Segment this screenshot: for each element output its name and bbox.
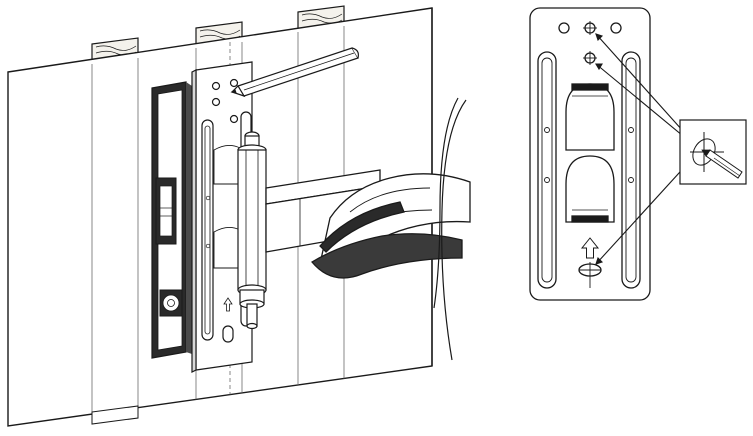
pencil-icon <box>230 47 359 98</box>
articulating-arm-icon <box>265 169 471 279</box>
crosshair-mark-icon <box>679 119 747 185</box>
stud-bottoms <box>91 405 139 425</box>
mount-hinge <box>237 131 267 330</box>
up-arrow-icon <box>223 297 233 312</box>
up-arrow-icon <box>580 237 600 259</box>
detail-plate <box>529 7 651 301</box>
spirit-level-icon <box>151 81 192 359</box>
wall-cut-edge <box>433 97 467 361</box>
